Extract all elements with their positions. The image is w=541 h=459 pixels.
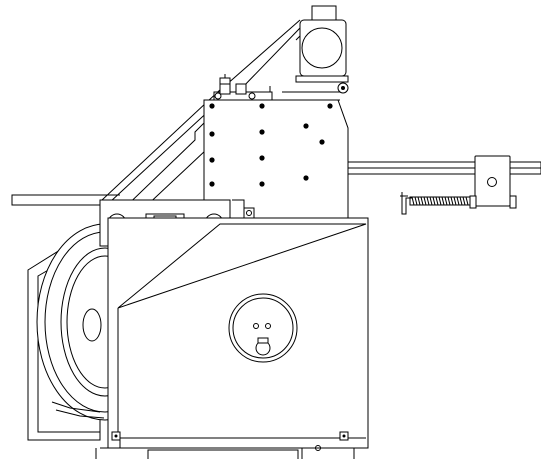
plate-bolt-hole — [327, 103, 333, 109]
plate-bolt-hole — [209, 131, 215, 137]
screw-thread — [459, 196, 463, 206]
screw-thread — [411, 196, 415, 206]
plate-bolt-hole — [259, 181, 265, 187]
inspection-port — [228, 293, 298, 363]
slide-rail — [347, 155, 541, 209]
screw-thread — [414, 196, 418, 206]
screw-thread — [453, 196, 457, 206]
screw-thread — [438, 196, 442, 206]
screw-thread — [462, 196, 466, 206]
screw-thread — [417, 196, 421, 206]
plate-bolt-hole — [303, 175, 309, 181]
plate-bolt-hole — [259, 129, 265, 135]
mounting-plate — [203, 99, 349, 219]
screw-thread — [429, 196, 433, 206]
plate-bolt-hole — [209, 103, 215, 109]
plate-bolt-hole — [259, 155, 265, 161]
plate-bolt-hole — [209, 157, 215, 163]
mount-hardware — [213, 74, 273, 101]
motor-end-cap — [301, 27, 343, 69]
screw-thread — [444, 196, 448, 206]
adjusting-screw — [400, 192, 471, 215]
screw-thread — [450, 196, 454, 206]
plate-bolt-hole — [303, 123, 309, 129]
motor-terminal-box — [311, 5, 337, 21]
screw-thread — [432, 196, 436, 206]
motor — [269, 5, 349, 101]
base-frame — [95, 447, 356, 459]
plate-bolt-hole — [259, 103, 265, 109]
screw-thread — [441, 196, 445, 206]
screw-thread — [435, 196, 439, 206]
plate-bolt-hole — [209, 181, 215, 187]
screw-thread — [465, 196, 469, 206]
screw-thread — [420, 196, 424, 206]
screw-thread — [447, 196, 451, 206]
plate-bolt-hole — [319, 139, 325, 145]
motor-foot — [295, 75, 349, 83]
screw-thread — [423, 196, 427, 206]
screw-thread — [426, 196, 430, 206]
screw-thread — [456, 196, 460, 206]
